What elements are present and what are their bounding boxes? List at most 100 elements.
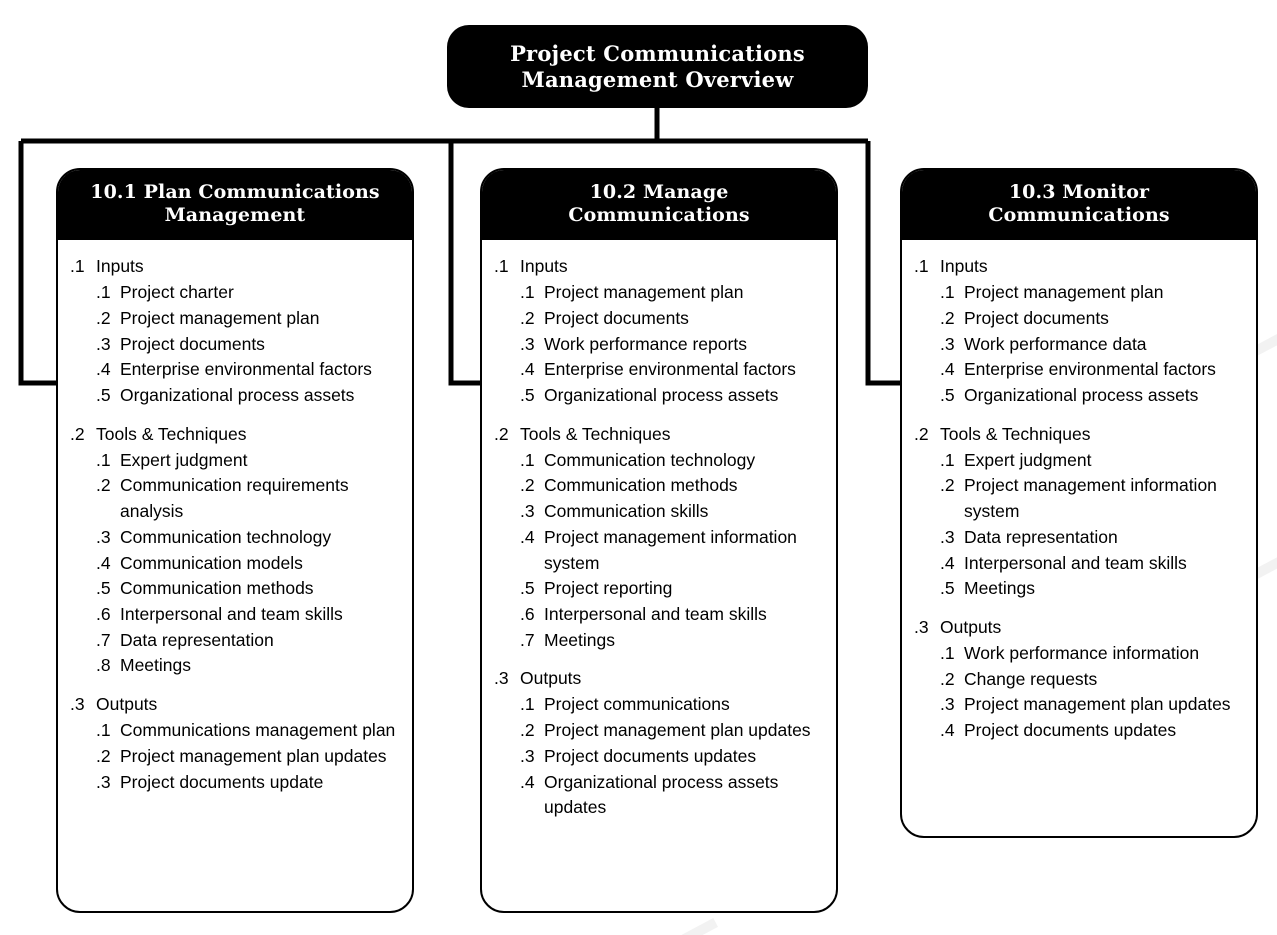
list-item: .2 Project documents — [494, 306, 826, 332]
list-item-number: .1 — [940, 449, 955, 470]
list-item-number: .7 — [96, 629, 111, 650]
list-item-label: Project documents updates — [964, 720, 1177, 741]
list-item-number: .5 — [520, 385, 535, 406]
list-item-label: Project management information system — [964, 475, 1217, 522]
process-header-line-2: Management — [164, 204, 306, 227]
list-item-label: Enterprise environmental factors — [120, 359, 372, 380]
list-item-label: Project documents — [544, 307, 689, 328]
page-title: Project Communications Management Overvi… — [500, 41, 815, 92]
list-item-number: .3 — [520, 745, 535, 766]
list-item-label: Project documents update — [120, 771, 324, 792]
list-item-label: Project management plan updates — [964, 694, 1231, 715]
list-item-label: Project documents — [964, 307, 1109, 328]
list-item-label: Organizational process assets updates — [544, 771, 779, 818]
section-number: .3 — [70, 694, 85, 715]
list-item-number: .3 — [520, 501, 535, 522]
diagram-title-box: Project Communications Management Overvi… — [447, 25, 868, 108]
list-item-label: Project management plan updates — [120, 745, 387, 766]
list-item-number: .1 — [96, 720, 111, 741]
title-line-1: Project Communications — [510, 40, 805, 66]
list-item-label: Work performance reports — [544, 333, 747, 354]
list-item-label: Enterprise environmental factors — [544, 359, 796, 380]
list-item-number: .6 — [520, 604, 535, 625]
list-item-label: Meetings — [120, 655, 192, 676]
list-item-number: .4 — [940, 720, 955, 741]
connector-to-10-2 — [448, 141, 482, 386]
list-item: .3 Project documents updates — [494, 744, 826, 770]
list-item-number: .5 — [96, 385, 111, 406]
list-item: .4 Organizational process assets updates — [494, 770, 826, 821]
list-item-number: .4 — [940, 552, 955, 573]
section-label: Outputs — [520, 668, 582, 689]
section-number: .1 — [914, 256, 929, 277]
list-item-label: Project documents — [120, 333, 265, 354]
list-item-label: Work performance data — [964, 333, 1147, 354]
list-item: .4 Project documents updates — [914, 718, 1246, 744]
title-line-2: Management Overview — [521, 66, 794, 92]
list-item-label: Project documents updates — [544, 745, 757, 766]
list-item-label: Project management plan — [964, 282, 1164, 303]
list-item-label: Change requests — [964, 668, 1098, 689]
list-item-label: Project management information system — [544, 526, 797, 573]
list-item-label: Expert judgment — [120, 449, 248, 470]
list-item: .3 Work performance reports — [494, 332, 826, 358]
section-label: Inputs — [520, 256, 568, 277]
list-item-label: Work performance information — [964, 642, 1200, 663]
list-item: .3 Project documents update — [70, 770, 402, 796]
list-item-number: .4 — [940, 359, 955, 380]
list-item-label: Organizational process assets — [964, 385, 1199, 406]
process-header-line-1: 10.3 Monitor — [1008, 181, 1150, 203]
connector-to-10-1 — [18, 141, 58, 386]
section-label: Tools & Techniques — [940, 423, 1091, 444]
list-item-number: .4 — [96, 552, 111, 573]
list-item-number: .4 — [520, 771, 535, 792]
list-item-label: Expert judgment — [964, 449, 1092, 470]
list-item-number: .7 — [520, 629, 535, 650]
list-item-label: Interpersonal and team skills — [964, 552, 1187, 573]
section-number: .1 — [70, 256, 85, 277]
list-item-number: .2 — [520, 720, 535, 741]
list-item-number: .2 — [96, 745, 111, 766]
list-item-number: .3 — [520, 333, 535, 354]
list-item-number: .5 — [940, 578, 955, 599]
list-item-label: Communications management plan — [120, 720, 396, 741]
list-item-number: .3 — [96, 771, 111, 792]
list-item-number: .1 — [940, 642, 955, 663]
list-item-number: .2 — [520, 307, 535, 328]
